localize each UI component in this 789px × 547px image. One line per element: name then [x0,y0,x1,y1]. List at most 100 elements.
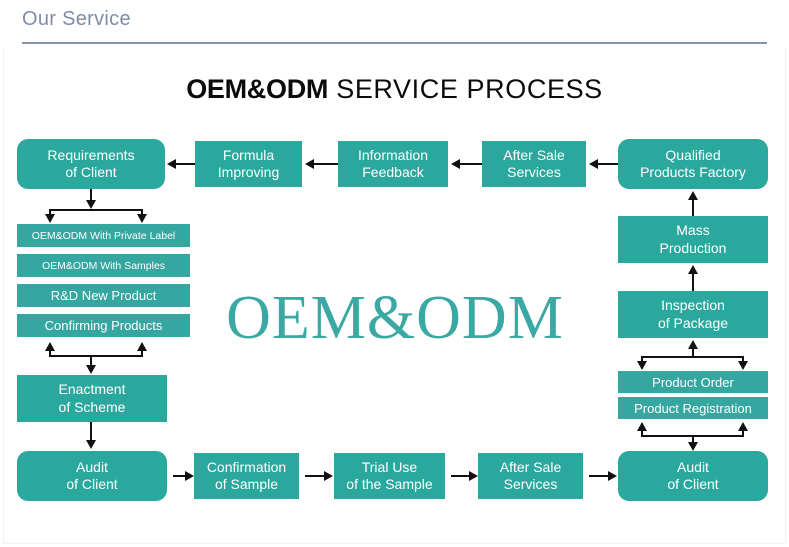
box-line-1: Information [357,146,429,163]
box-line-1: After Sale [503,146,565,163]
arrow-head-down [86,440,96,449]
connector-line [692,198,694,216]
box-line-2: of the Sample [346,476,433,492]
arrow-head-up [137,342,147,351]
arrow-head-right [324,471,333,481]
box-line-2: of Sample [214,476,279,492]
connector-line [451,475,470,477]
box-line-1: Formula [222,146,275,163]
box-line-2: Services [507,164,561,180]
flow-bar-confirming-products[interactable]: Confirming Products [17,314,190,337]
connector-line [641,429,643,437]
box-line-2: of Client [66,476,118,492]
connector-line [692,347,694,358]
process-title-bold: OEM&ODM [186,74,329,104]
box-line-2: of Scheme [58,398,126,415]
connector-line [90,355,92,368]
arrow-head-left [451,159,460,169]
connector-line [641,356,744,358]
box-line-1: Requirements [47,146,135,163]
box-line-1: Mass [676,222,710,239]
arrow-head-down [637,361,647,370]
flow-bar-rd-new-product[interactable]: R&D New Product [17,284,190,307]
connector-line [49,209,51,217]
connector-line [742,429,744,437]
flow-bar-product-order[interactable]: Product Order [618,371,768,393]
box-line-2: of Client [65,164,117,180]
connector-line [175,163,195,165]
arrow-head-up [688,340,698,349]
flow-box-confirmation-of-sample[interactable]: Confirmation of Sample [194,453,299,499]
oem-odm-watermark: OEM&ODM [226,284,564,352]
flow-box-audit-of-client-right[interactable]: Audit of Client [618,451,768,501]
flow-box-audit-of-client-left[interactable]: Audit of Client [17,451,167,501]
flow-box-enactment-of-scheme[interactable]: Enactment of Scheme [17,375,167,422]
flow-box-information-feedback[interactable]: Information Feedback [338,141,448,187]
arrow-head-down [86,200,96,209]
box-line-2: Feedback [362,164,424,180]
connector-line [692,272,694,291]
bar-label: Product Registration [634,400,752,416]
box-line-2: of Package [657,314,729,331]
arrow-head-down [137,214,147,223]
arrow-head-up [688,265,698,274]
arrow-head-left [167,159,176,169]
connector-line [90,189,92,203]
arrow-head-left [589,159,598,169]
connector-line [305,475,325,477]
arrow-head-up [45,342,55,351]
box-line-2: Improving [217,164,280,180]
box-line-2: Products Factory [640,164,746,180]
box-line-1: Qualified [665,146,721,163]
connector-line [589,475,609,477]
flow-box-requirements-of-client[interactable]: Requirements of Client [17,139,165,189]
bar-label: Product Order [652,374,734,390]
content-frame [3,47,786,544]
connector-line [49,355,143,357]
box-line-1: Audit [76,458,108,475]
arrow-head-down [45,214,55,223]
flow-bar-product-registration[interactable]: Product Registration [618,397,768,419]
arrow-head-up [688,191,698,200]
arrow-head-right [185,471,194,481]
connector-line [313,163,338,165]
connector-line [742,356,744,364]
flow-bar-oem-odm-private-label[interactable]: OEM&ODM With Private Label [17,224,190,247]
page-title: Our Service [22,8,131,30]
box-line-1: Audit [677,458,709,475]
flow-box-after-sale-services-bottom[interactable]: After Sale Services [478,453,583,499]
arrow-head-left [305,159,314,169]
connector-line [459,163,482,165]
connector-line [49,349,51,357]
arrow-head-up [738,422,748,431]
process-title-regular: SERVICE PROCESS [328,74,603,104]
connector-line [141,209,143,217]
box-line-1: Inspection [661,297,725,314]
arrow-head-up [637,422,647,431]
flow-box-qualified-products-factory[interactable]: Qualified Products Factory [618,139,768,189]
box-line-2: Production [659,239,727,256]
box-line-1: Enactment [58,381,126,398]
bar-label: Confirming Products [44,318,163,333]
header-divider [22,42,767,44]
flow-box-mass-production[interactable]: Mass Production [618,216,768,263]
flow-box-after-sale-services-top[interactable]: After Sale Services [482,141,586,187]
flow-box-inspection-of-package[interactable]: Inspection of Package [618,291,768,338]
connector-line [692,435,694,445]
flow-box-formula-improving[interactable]: Formula Improving [195,141,302,187]
arrow-head-down [738,361,748,370]
connector-line [173,475,186,477]
flow-box-trial-use-of-the-sample[interactable]: Trial Use of the Sample [334,453,445,499]
arrow-head-right [608,471,617,481]
bar-label: OEM&ODM With Private Label [31,229,176,242]
flow-bar-oem-odm-with-samples[interactable]: OEM&ODM With Samples [17,254,190,277]
arrow-head-right [469,471,478,481]
bar-label: OEM&ODM With Samples [41,259,166,272]
connector-line [90,422,92,442]
arrow-head-down [688,442,698,451]
box-line-1: Confirmation [206,458,287,475]
box-line-1: After Sale [499,458,562,475]
connector-line [641,356,643,364]
box-line-2: Services [503,476,558,492]
